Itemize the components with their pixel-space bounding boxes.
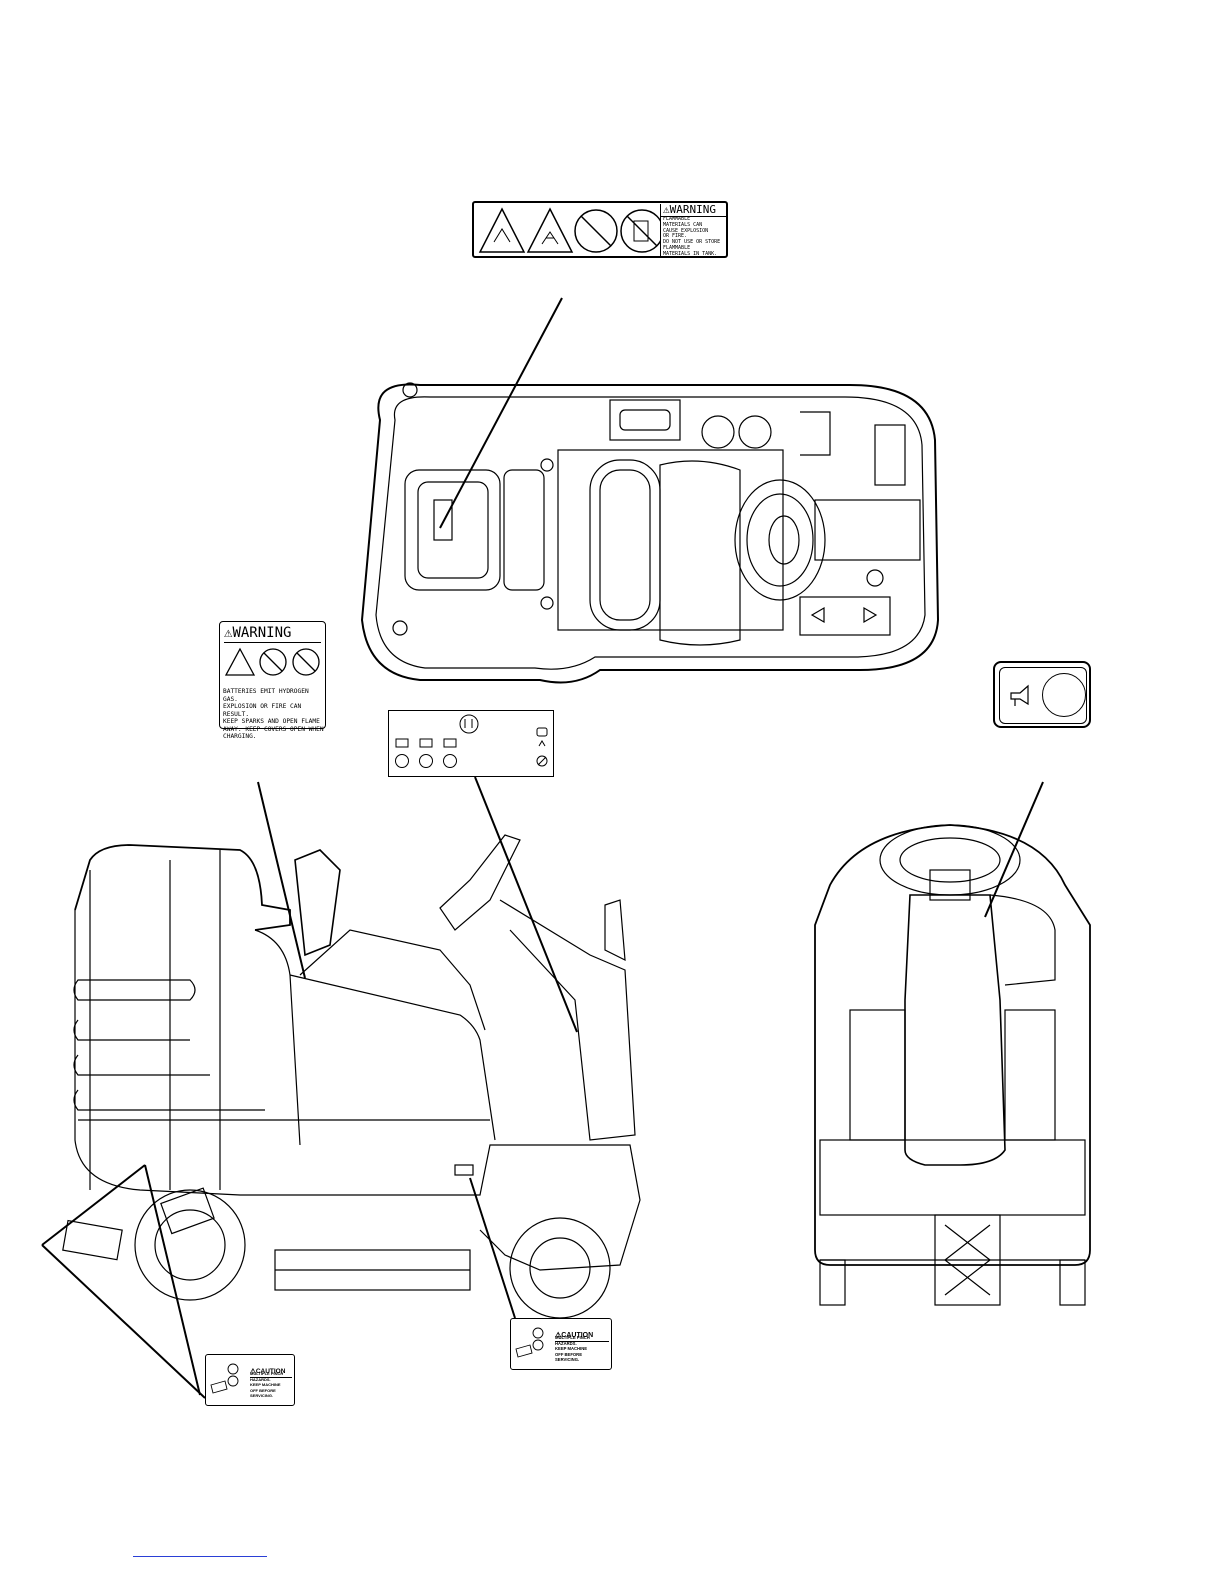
control-panel-decal	[388, 710, 554, 777]
flammable-warning-text: FLAMMABLE MATERIALS CAN CAUSE EXPLOSION …	[663, 216, 721, 257]
flammable-warning-decal: ⚠WARNING FLAMMABLE MATERIALS CAN CAUSE E…	[472, 201, 728, 258]
hazard-pictograms	[478, 207, 661, 253]
horn-button-circle	[1042, 673, 1086, 717]
battery-hazard-pictograms	[224, 647, 320, 676]
pinch-hazard-icon	[515, 1327, 544, 1358]
pinch-caution-decal-left: ⚠CAUTION MULTIPLE PINCH HAZARDS. KEEP MA…	[205, 1354, 295, 1406]
side-view	[62, 834, 641, 1319]
warning-triangle-icon: ⚠	[663, 203, 670, 216]
leader-lines	[41, 297, 1044, 1399]
caution-heading: CAUTION	[255, 1368, 286, 1375]
control-panel-symbols	[395, 714, 548, 768]
caution-icon: ⚠	[250, 1368, 256, 1375]
battery-warning-decal: ⚠WARNING BATTERIES EMIT HYDROGEN GAS. EX…	[219, 621, 326, 740]
front-view	[814, 824, 1091, 1306]
caution-text: MULTIPLE PINCH HAZARDS. KEEP MACHINE OFF…	[555, 1335, 590, 1363]
top-view	[360, 382, 940, 684]
caution-heading: CAUTION	[561, 1332, 594, 1339]
caution-text: MULTIPLE PINCH HAZARDS. KEEP MACHINE OFF…	[250, 1371, 284, 1399]
footer-rule	[133, 1556, 267, 1557]
battery-warning-text: BATTERIES EMIT HYDROGEN GAS. EXPLOSION O…	[223, 688, 324, 740]
flammable-warning-heading: WARNING	[669, 203, 716, 216]
battery-warning-heading: WARNING	[232, 625, 292, 641]
horn-icon	[1010, 684, 1029, 706]
warning-triangle-icon: ⚠	[224, 625, 233, 641]
pinch-caution-decal-center: ⚠CAUTION MULTIPLE PINCH HAZARDS. KEEP MA…	[510, 1318, 612, 1370]
pinch-hazard-icon	[210, 1363, 239, 1394]
caution-icon: ⚠	[555, 1332, 562, 1339]
horn-button-decal	[993, 661, 1091, 728]
